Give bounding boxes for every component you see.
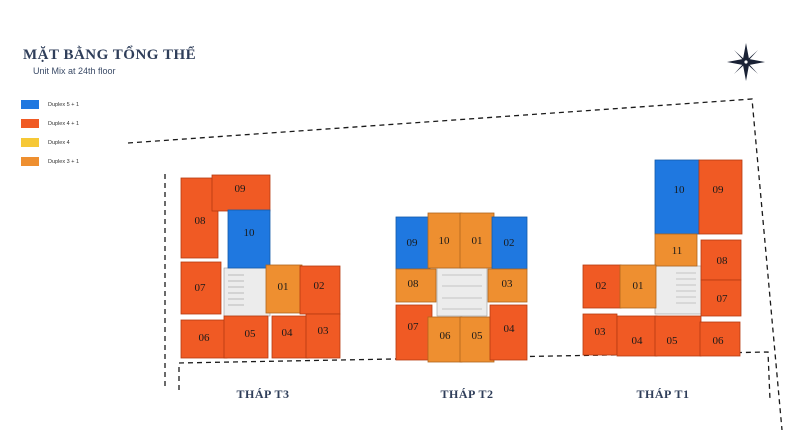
- unit-number: 02: [596, 280, 607, 292]
- unit-t2-03[interactable]: [487, 268, 528, 303]
- unit-number: 01: [633, 280, 644, 292]
- stair-lines: [442, 274, 482, 310]
- unit-number: 01: [278, 281, 289, 293]
- unit-number: 06: [440, 330, 452, 342]
- unit-t3-05[interactable]: [223, 315, 269, 359]
- unit-t2-07[interactable]: [395, 304, 433, 361]
- tower-label-t1: THÁP T1: [637, 387, 690, 401]
- unit-number: 06: [713, 335, 725, 347]
- unit-number: 08: [717, 255, 729, 267]
- unit-number: 10: [439, 235, 451, 247]
- unit-t3-10[interactable]: [227, 209, 271, 269]
- unit-t1-06[interactable]: [699, 321, 741, 357]
- tower-t1: 10 09 11 08 07 02 01 03 04 05 06 THÁP T1: [582, 159, 743, 401]
- legend-item-duplex-4-1: Duplex 4 + 1: [21, 114, 79, 133]
- unit-number: 10: [244, 227, 256, 239]
- legend-item-duplex-3-1: Duplex 3 + 1: [21, 152, 79, 171]
- legend-swatch: [21, 100, 39, 109]
- unit-t3-07[interactable]: [180, 261, 222, 315]
- unit-t3-09[interactable]: [211, 174, 271, 212]
- legend: Duplex 5 + 1 Duplex 4 + 1 Duplex 4 Duple…: [21, 95, 79, 171]
- unit-number: 08: [408, 278, 420, 290]
- unit-number: 04: [632, 335, 644, 347]
- unit-number: 09: [713, 184, 725, 196]
- unit-number: 03: [318, 325, 330, 337]
- unit-t2-02[interactable]: [491, 216, 528, 270]
- unit-number: 07: [195, 282, 207, 294]
- unit-number: 05: [472, 330, 484, 342]
- unit-number: 08: [195, 215, 207, 227]
- legend-swatch: [21, 138, 39, 147]
- legend-label: Duplex 3 + 1: [48, 158, 80, 165]
- unit-t1-07[interactable]: [700, 279, 742, 317]
- unit-t3-01[interactable]: [265, 264, 303, 314]
- unit-t2-08[interactable]: [395, 268, 437, 303]
- unit-number: 09: [235, 183, 247, 195]
- unit-number: 09: [407, 237, 419, 249]
- unit-number: 11: [672, 245, 683, 257]
- legend-label: Duplex 4 + 1: [48, 120, 80, 127]
- unit-number: 04: [504, 323, 516, 335]
- site-boundary: [127, 98, 783, 431]
- legend-label: Duplex 4: [48, 139, 70, 146]
- tower-core: [436, 267, 488, 317]
- stair-lines: [676, 272, 696, 304]
- unit-number: 02: [314, 280, 325, 292]
- page-subtitle: Unit Mix at 24th floor: [33, 66, 116, 76]
- page-title: MẶT BẰNG TỔNG THỂ: [23, 47, 197, 63]
- legend-label: Duplex 5 + 1: [48, 101, 80, 108]
- tower-label-t3: THÁP T3: [237, 387, 290, 401]
- unit-t2-06[interactable]: [427, 316, 463, 363]
- unit-number: 03: [595, 326, 607, 338]
- unit-t1-04[interactable]: [616, 315, 658, 357]
- unit-number: 07: [408, 321, 420, 333]
- unit-t2-05[interactable]: [459, 316, 495, 363]
- unit-number: 07: [717, 293, 729, 305]
- tower-core: [223, 267, 271, 317]
- unit-number: 10: [674, 184, 686, 196]
- unit-t1-01[interactable]: [619, 264, 657, 309]
- unit-number: 06: [199, 332, 211, 344]
- unit-number: 03: [502, 278, 514, 290]
- unit-t2-10[interactable]: [427, 212, 463, 269]
- legend-item-duplex-4: Duplex 4: [21, 133, 79, 152]
- unit-t1-09[interactable]: [698, 159, 743, 235]
- unit-t2-09[interactable]: [395, 216, 431, 270]
- stair-lines: [228, 274, 244, 306]
- unit-number: 05: [667, 335, 679, 347]
- tower-t3: 08 09 10 07 01 02 06 05 04 03 THÁP T3: [180, 174, 341, 401]
- unit-number: 04: [282, 327, 294, 339]
- legend-item-duplex-5-1: Duplex 5 + 1: [21, 95, 79, 114]
- unit-t3-04[interactable]: [271, 315, 309, 359]
- unit-t3-02[interactable]: [299, 265, 341, 315]
- unit-t1-11[interactable]: [654, 233, 698, 267]
- unit-t2-04[interactable]: [489, 304, 528, 361]
- tower-label-t2: THÁP T2: [441, 387, 494, 401]
- unit-t1-10[interactable]: [654, 159, 700, 235]
- unit-number: 05: [245, 328, 257, 340]
- unit-number: 01: [472, 235, 483, 247]
- unit-t1-05[interactable]: [654, 315, 702, 357]
- legend-swatch: [21, 119, 39, 128]
- unit-t3-03[interactable]: [305, 313, 341, 359]
- legend-swatch: [21, 157, 39, 166]
- compass-star-icon: [727, 43, 765, 81]
- unit-number: 02: [504, 237, 515, 249]
- unit-t3-06[interactable]: [180, 319, 228, 359]
- tower-t2: 09 10 01 02 08 03 07 06 05 04 THÁP T2: [395, 212, 528, 401]
- unit-t1-08[interactable]: [700, 239, 742, 281]
- unit-t1-03[interactable]: [582, 313, 618, 356]
